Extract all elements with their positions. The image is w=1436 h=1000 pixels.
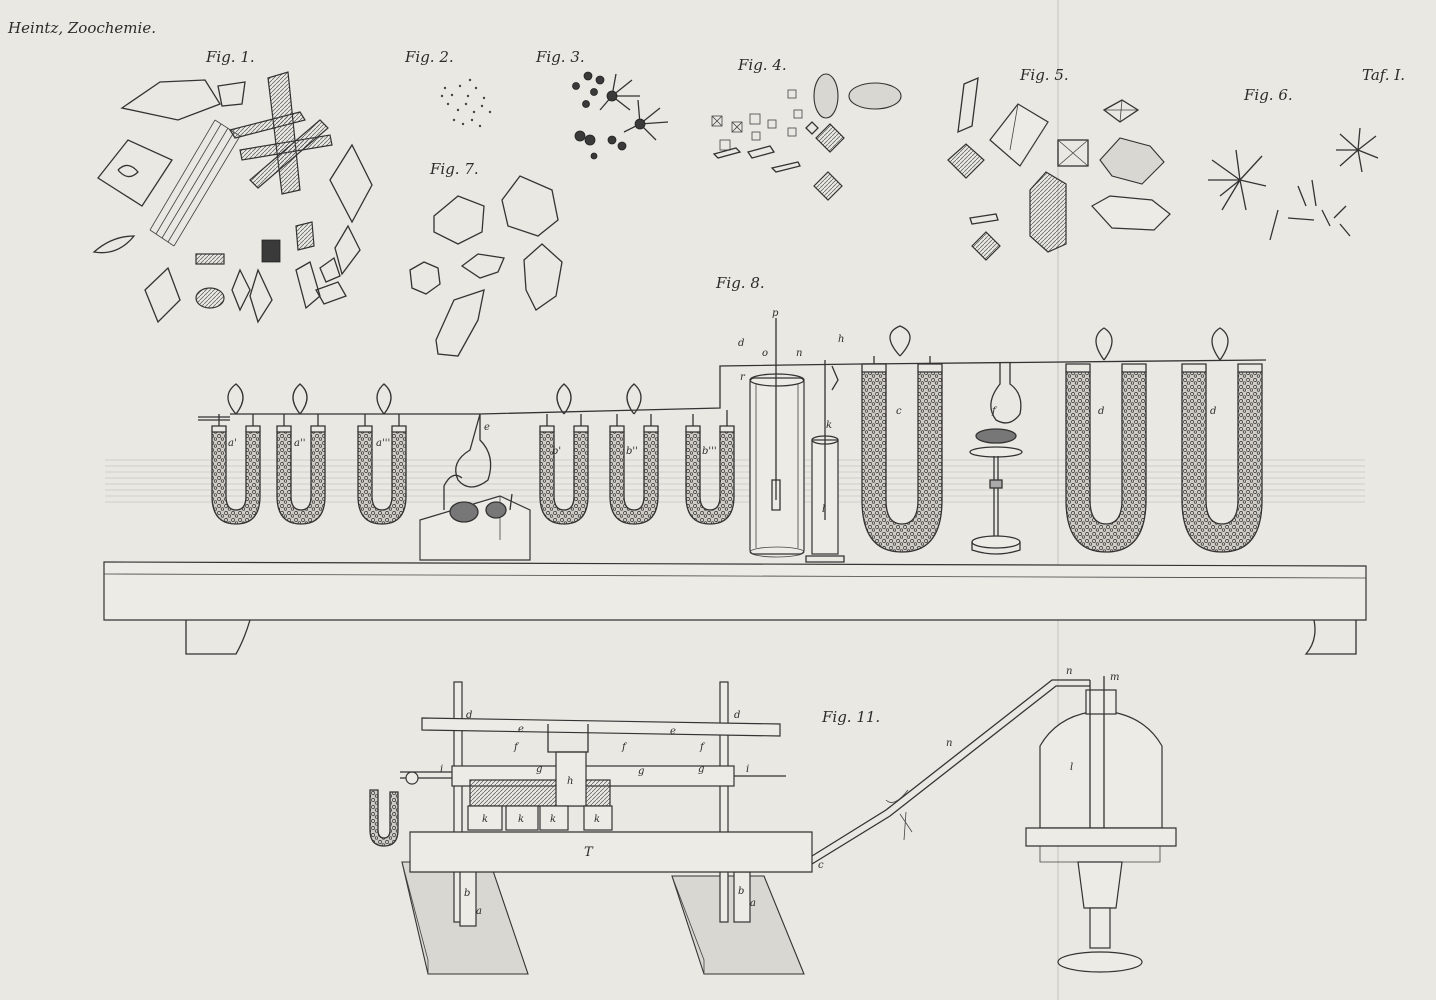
fig8-label-h: h [838,334,844,345]
fig11-label-a-left: a [476,906,482,917]
fig8-label-b3: b''' [702,446,717,457]
fig11-label-d-left: d [466,710,472,721]
fig4-label: Fig. 4. [737,56,787,74]
fig11-combustion-apparatus: Fig. 11. [369,666,1177,975]
fig11-label: Fig. 11. [821,708,880,726]
fig11-label-l: l [1070,762,1073,773]
fig8-label-b1: b' [552,446,561,457]
fig8-label-a1: a' [228,438,237,449]
fig6-label: Fig. 6. [1243,86,1293,104]
fig5-crystals: Fig. 5. [947,66,1171,261]
fig11-label-i-left: i [440,764,443,775]
fig2-granules: Fig. 2. [404,48,492,128]
plate-number: Taf. I. [1362,66,1405,84]
fig8-label-r: r [740,372,746,383]
fig6-needle-clusters: Fig. 6. [1208,86,1379,241]
fig7-hexagonal-plates: Fig. 7. [409,160,563,357]
fig11-label-b-right: b [738,886,744,897]
fig8-label-k: k [826,420,832,431]
fig8-label-p: p [772,308,779,319]
fig5-label: Fig. 5. [1019,66,1069,84]
fig8-label-l: l [822,504,825,515]
fig8-label: Fig. 8. [715,274,765,292]
fig11-label-k2: k [518,814,524,825]
fig11-label-e2: e [670,726,676,737]
fig8-label-e: e [484,422,490,433]
fig3-label: Fig. 3. [535,48,585,66]
fig2-label: Fig. 2. [404,48,454,66]
running-title: Heintz, Zoochemie. [7,19,156,37]
fig11-label-a-right: a [750,898,756,909]
fig8-label-a3: a''' [376,438,390,449]
fig4-crystals: Fig. 4. [711,56,902,201]
fig11-label-h: h [567,776,573,787]
fig11-label-T: T [584,845,594,860]
fig8-label-n: n [796,348,802,359]
fig11-label-e1: e [518,724,524,735]
fig1-label: Fig. 1. [205,48,255,66]
fig8-label-d-top: d [738,338,744,349]
fig11-label-m: m [1110,672,1119,683]
fig11-label-f1: f [513,742,520,753]
fig11-label-f2: f [621,742,628,753]
fig7-label: Fig. 7. [429,160,479,178]
fig11-label-f3: f [699,742,706,753]
fig8-absorption-train: Fig. 8. a' a'' a''' [103,274,1367,655]
fig1-crystals: Fig. 1. [92,48,373,324]
fig8-label-o: o [762,348,768,359]
fig8-label-d2: d [1210,406,1216,417]
fig11-label-n-top: n [1066,666,1072,677]
fig11-label-d-right: d [734,710,740,721]
fig8-background-shading [105,459,1365,503]
fig11-label-k1: k [482,814,488,825]
fig8-label-a2: a'' [294,438,305,449]
fig11-label-g1: g [536,764,542,775]
fig11-label-g2: g [638,766,644,777]
fig3-stellate-cells: Fig. 3. [535,48,669,160]
fig11-label-g3: g [698,764,704,775]
fig11-label-k4: k [594,814,600,825]
fig11-label-b-left: b [464,888,470,899]
fig11-label-k3: k [550,814,556,825]
fig11-label-c: c [818,860,824,871]
fig11-burner-blocks [467,805,613,831]
fig11-label-i-right: i [746,764,749,775]
fig8-label-b2: b'' [626,446,638,457]
fig11-label-n-mid: n [946,738,952,749]
fig8-label-c: c [896,406,902,417]
fig8-label-d1: d [1098,406,1104,417]
fig8-label-f: f [991,406,998,417]
